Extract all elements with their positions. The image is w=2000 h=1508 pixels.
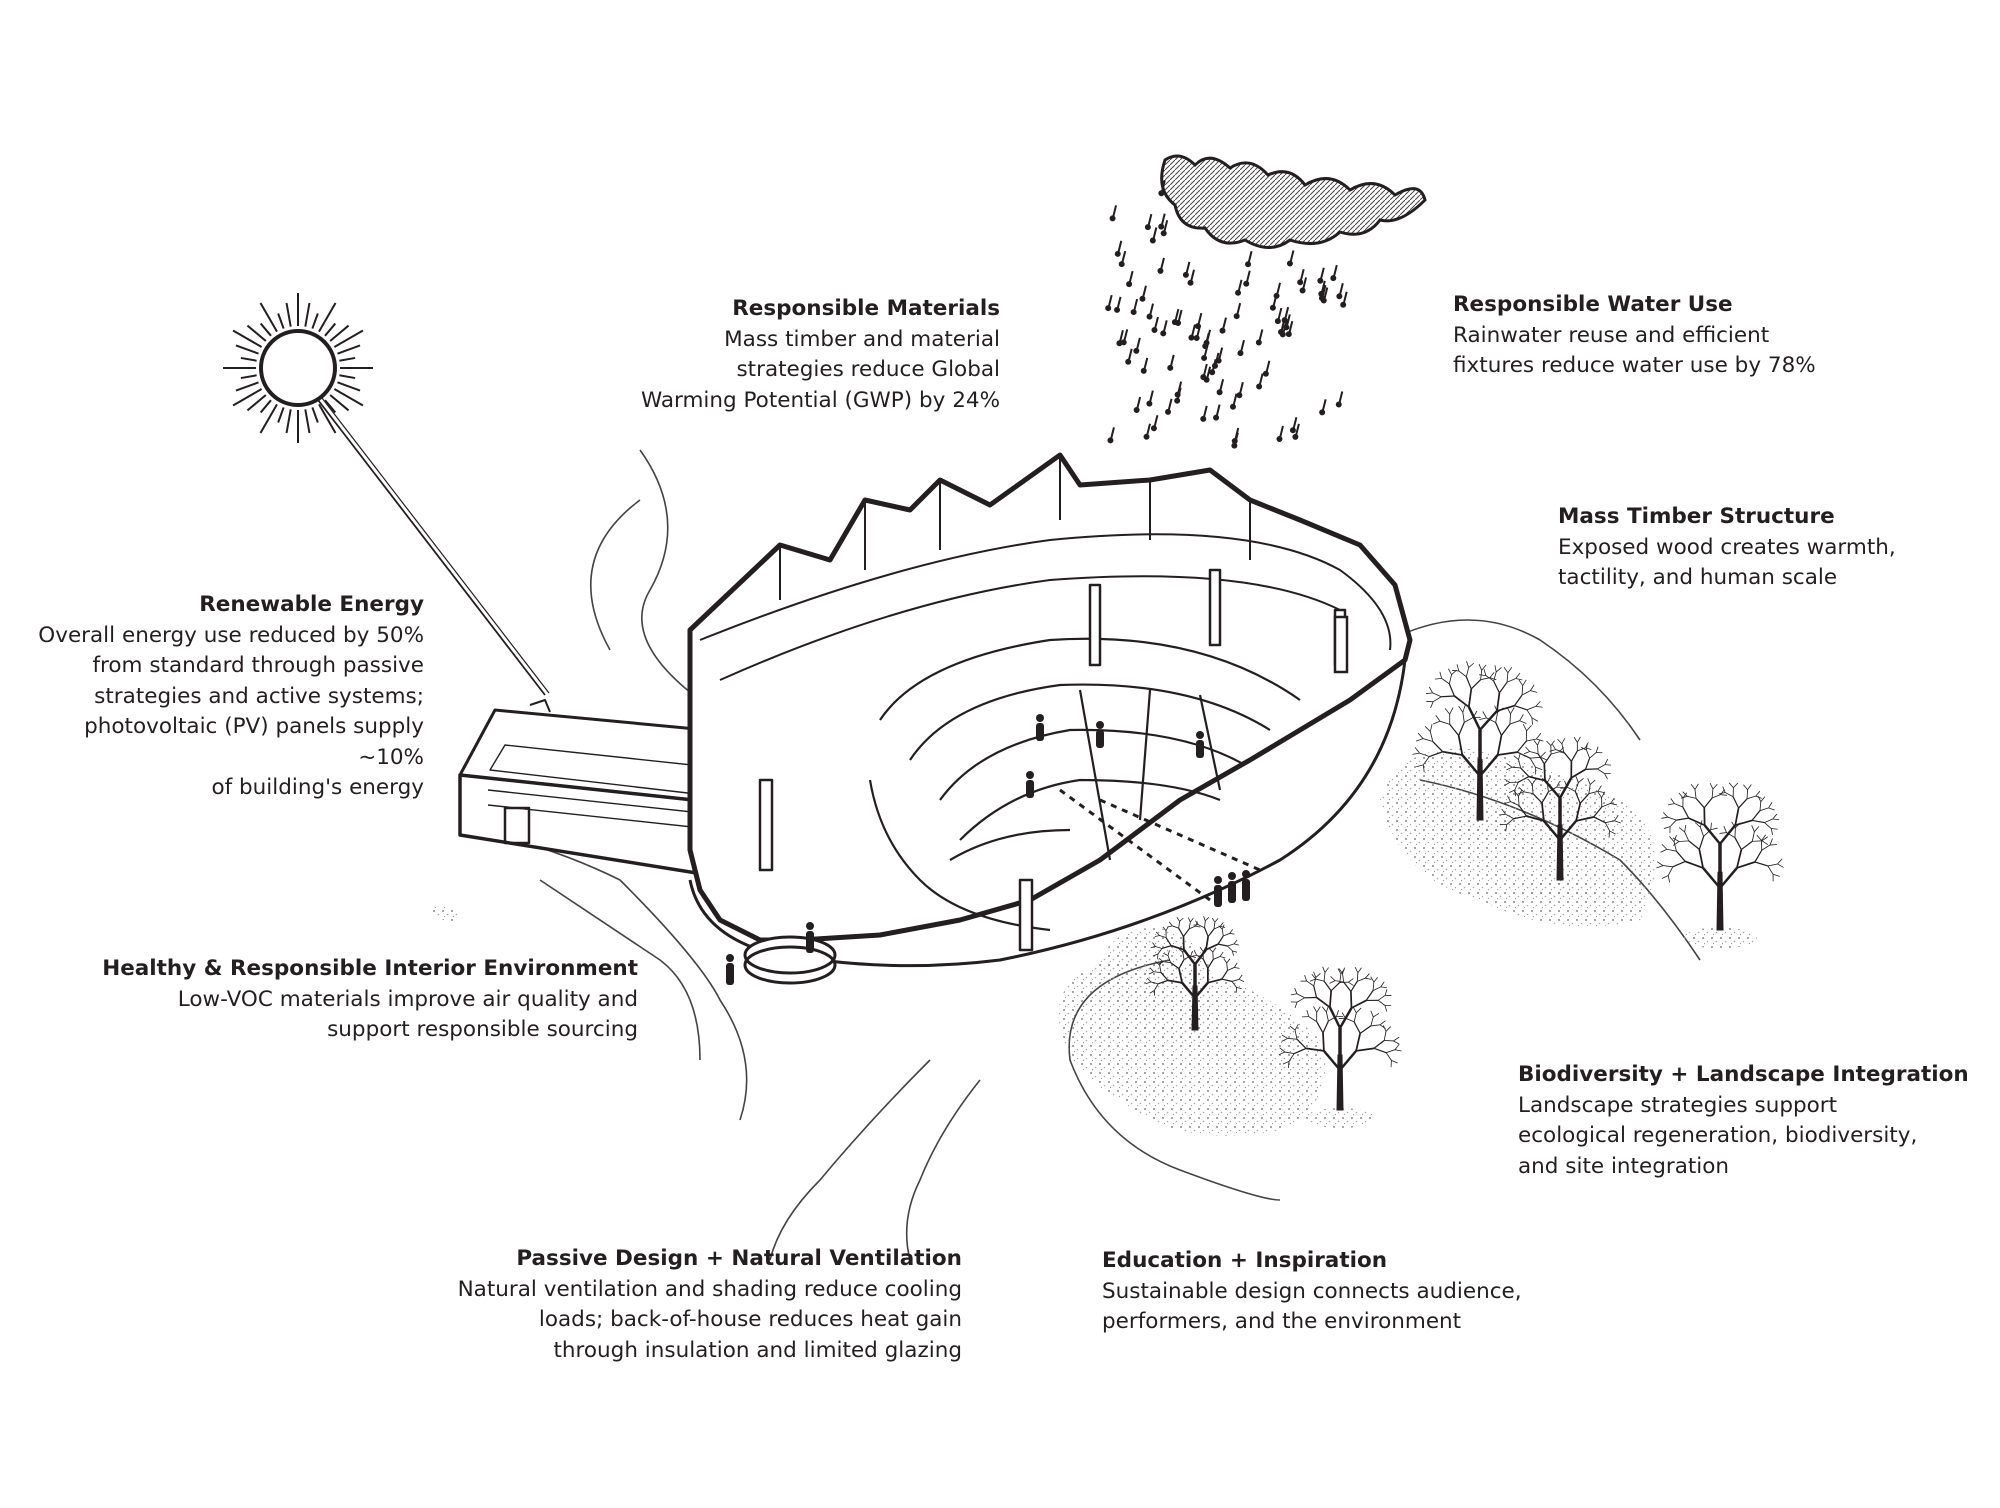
person-icon [806,922,814,953]
annotation-education: Education + Inspiration Sustainable desi… [1102,1246,1562,1338]
annotation-title: Healthy & Responsible Interior Environme… [102,956,638,981]
tree-icon [1498,736,1621,898]
person-icon [726,954,734,985]
person-icon [1242,870,1250,901]
annotation-line: Mass timber and material [724,326,1000,352]
rain-cloud-icon [1105,154,1427,449]
person-icon [1036,714,1044,741]
annotation-biodiversity: Biodiversity + Landscape Integration Lan… [1518,1060,1988,1182]
annotation-line: strategies reduce Global [736,357,1000,382]
person-icon [1096,721,1104,748]
annotation-line: ecological regeneration, biodiversity, [1518,1123,1918,1148]
tree-icon [1412,661,1548,839]
trees [1145,661,1784,1128]
annotation-title: Renewable Energy [199,592,424,617]
annotation-healthy-interior: Healthy & Responsible Interior Environme… [80,954,638,1046]
annotation-title: Responsible Materials [732,296,1000,321]
annotation-line: Natural ventilation and shading reduce c… [457,1276,962,1302]
annotation-line: through insulation and limited glazing [553,1337,962,1363]
annotation-title: Mass Timber Structure [1558,504,1835,529]
tree-icon [1656,782,1784,949]
annotation-line: and site integration [1518,1153,1730,1179]
annotation-title: Biodiversity + Landscape Integration [1518,1062,1969,1087]
annotation-line: Low-VOC materials improve air quality an… [177,986,638,1012]
tree-icon [1145,916,1245,1046]
annotation-line: loads; back-of-house reduces heat gain [538,1307,962,1332]
person-icon [1196,731,1204,758]
annotation-mass-timber-structure: Mass Timber Structure Exposed wood creat… [1558,502,1938,594]
annotation-responsible-materials: Responsible Materials Mass timber and ma… [620,294,1000,416]
annotation-responsible-water-use: Responsible Water Use Rainwater reuse an… [1453,290,1873,382]
annotation-line: Exposed wood creates warmth, [1558,534,1896,560]
person-icon [1228,872,1236,903]
annotation-line: support responsible sourcing [327,1017,638,1042]
person-icon [1214,876,1222,907]
annotation-line: Sustainable design connects audience, [1102,1278,1522,1304]
annotation-title: Education + Inspiration [1102,1248,1388,1273]
sun-icon [223,293,550,696]
annotation-passive-design: Passive Design + Natural Ventilation Nat… [380,1244,962,1366]
annotation-title: Passive Design + Natural Ventilation [516,1246,962,1271]
annotation-line: of building's energy [211,775,424,800]
annotation-line: tactility, and human scale [1558,565,1838,590]
annotation-line: Rainwater reuse and efficient [1453,322,1770,348]
annotation-line: strategies and active systems; [94,683,424,709]
annotation-line: photovoltaic (PV) panels supply ~10% [84,714,424,770]
annotation-line: Warming Potential (GWP) by 24% [640,387,1000,413]
annotation-title: Responsible Water Use [1453,292,1733,317]
theatre-building [687,452,1413,968]
annotation-line: Overall energy use reduced by 50% [38,622,424,648]
annotation-renewable-energy: Renewable Energy Overall energy use redu… [20,590,424,804]
tree-icon [1278,966,1402,1128]
annotation-line: performers, and the environment [1102,1309,1462,1334]
annotation-line: Landscape strategies support [1518,1092,1838,1118]
bollard [1333,615,1349,674]
annotation-line: fixtures reduce water use by 78% [1453,353,1816,378]
entry-ring [743,935,837,985]
annotation-line: from standard through passive [92,653,424,678]
person-icon [1026,771,1034,798]
people [726,714,1250,985]
